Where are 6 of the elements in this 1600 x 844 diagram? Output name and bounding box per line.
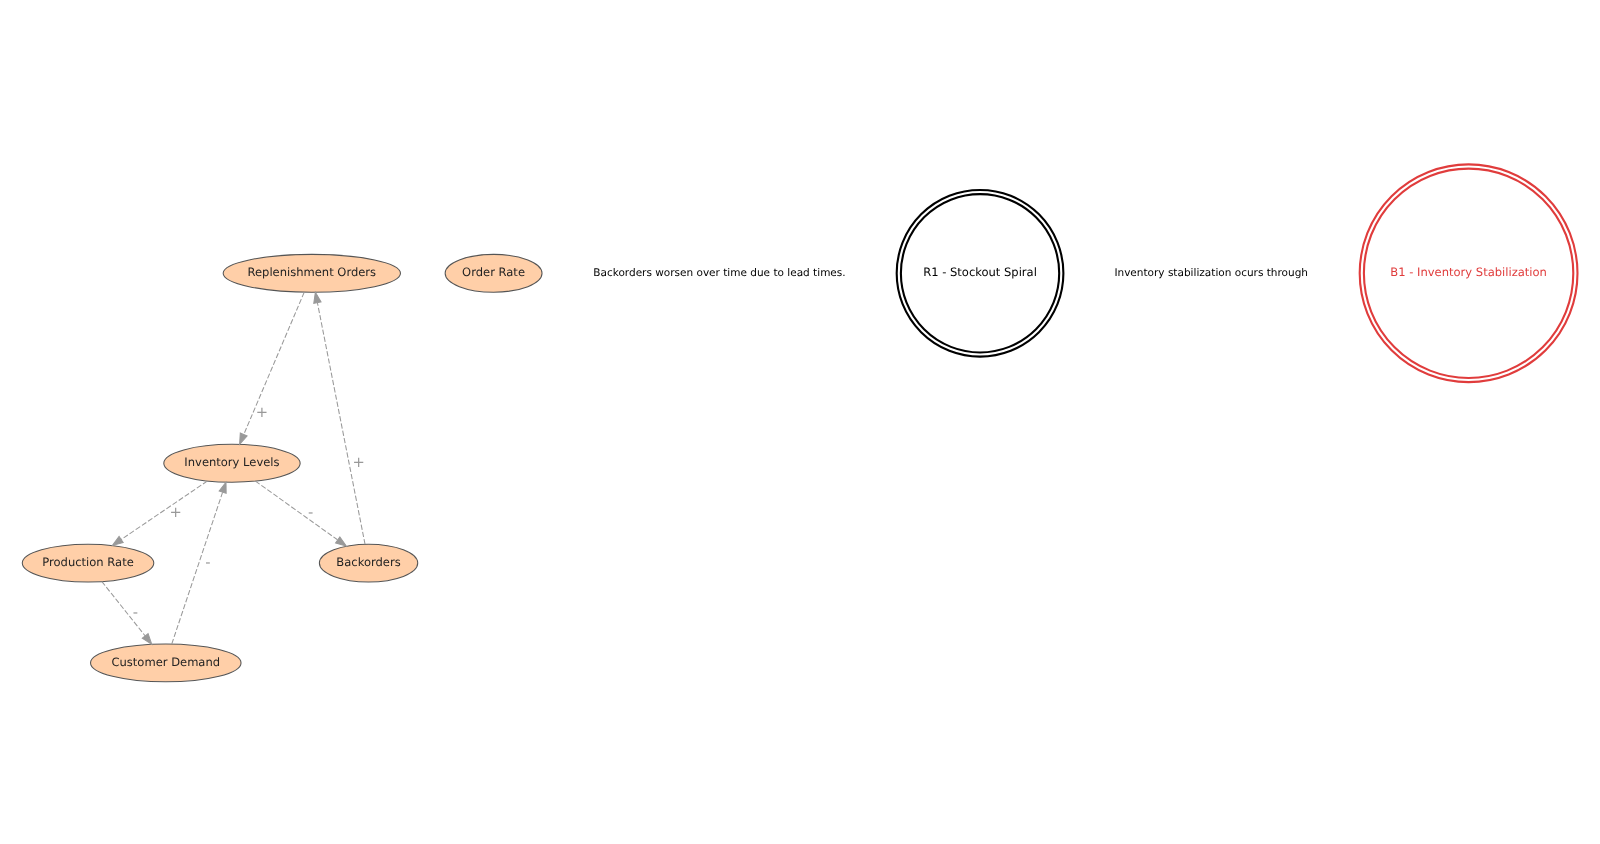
arrow [171, 479, 227, 644]
arrow [254, 479, 348, 546]
arrow [111, 479, 208, 546]
arrow [238, 290, 305, 445]
arrow [101, 580, 153, 645]
arrow [313, 289, 366, 544]
